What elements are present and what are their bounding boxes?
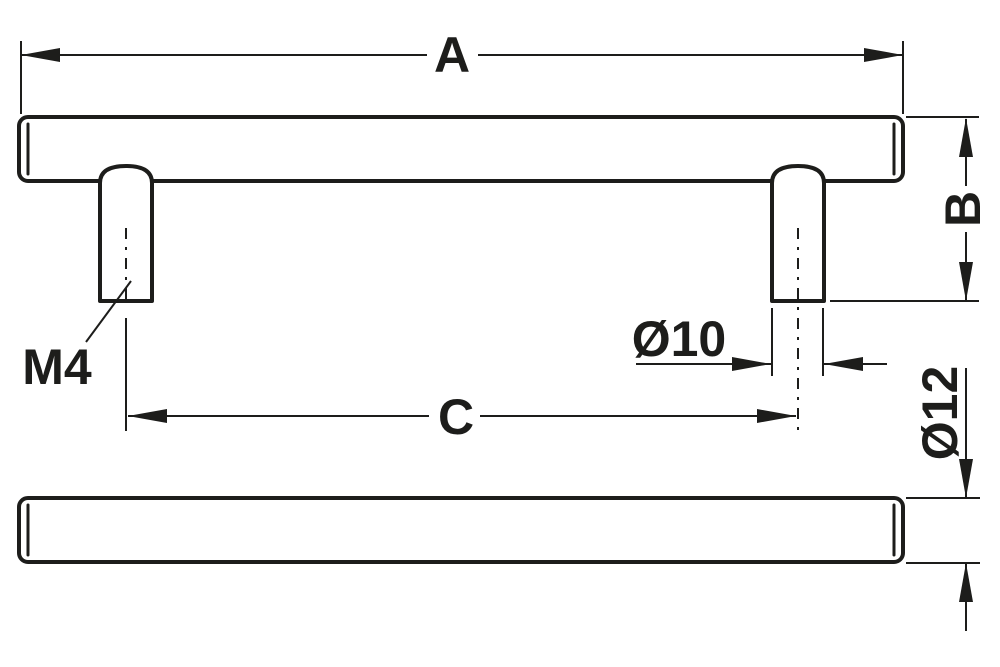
dim-d12-arrowhead-up-icon [959, 563, 973, 602]
dim-d10-label: Ø10 [632, 311, 727, 367]
dim-b-label: B [935, 191, 991, 227]
dimension-c: C [125, 318, 796, 445]
handle-bar-side [17, 496, 905, 564]
dim-b-arrowhead-down-icon [959, 262, 973, 301]
m4-leader-line [85, 280, 132, 343]
dim-c-arrowhead-right-icon [757, 409, 796, 423]
dim-c-arrowhead-left-icon [128, 409, 167, 423]
thread-callout: M4 [22, 280, 132, 395]
dim-b-arrowhead-up-icon [959, 118, 973, 157]
front-view [17, 115, 905, 431]
dim-a-arrowhead-right-icon [864, 48, 903, 62]
dim-a-label: A [434, 27, 470, 83]
dim-c-label: C [438, 389, 474, 445]
handle-bar-front [17, 115, 905, 183]
dim-d12-arrowhead-down-icon [959, 459, 973, 498]
m4-label: M4 [22, 339, 92, 395]
dimension-a: A [20, 27, 904, 114]
dimension-post-diameter: Ø10 [632, 308, 887, 376]
dimension-bar-diameter: Ø12 [906, 366, 980, 631]
dim-d10-arrowhead-left-icon [824, 357, 863, 371]
dim-d10-arrowhead-right-icon [732, 357, 771, 371]
side-view [17, 496, 905, 564]
dim-a-arrowhead-left-icon [21, 48, 60, 62]
dimension-b: B [830, 116, 991, 302]
dim-d12-label: Ø12 [912, 366, 968, 461]
